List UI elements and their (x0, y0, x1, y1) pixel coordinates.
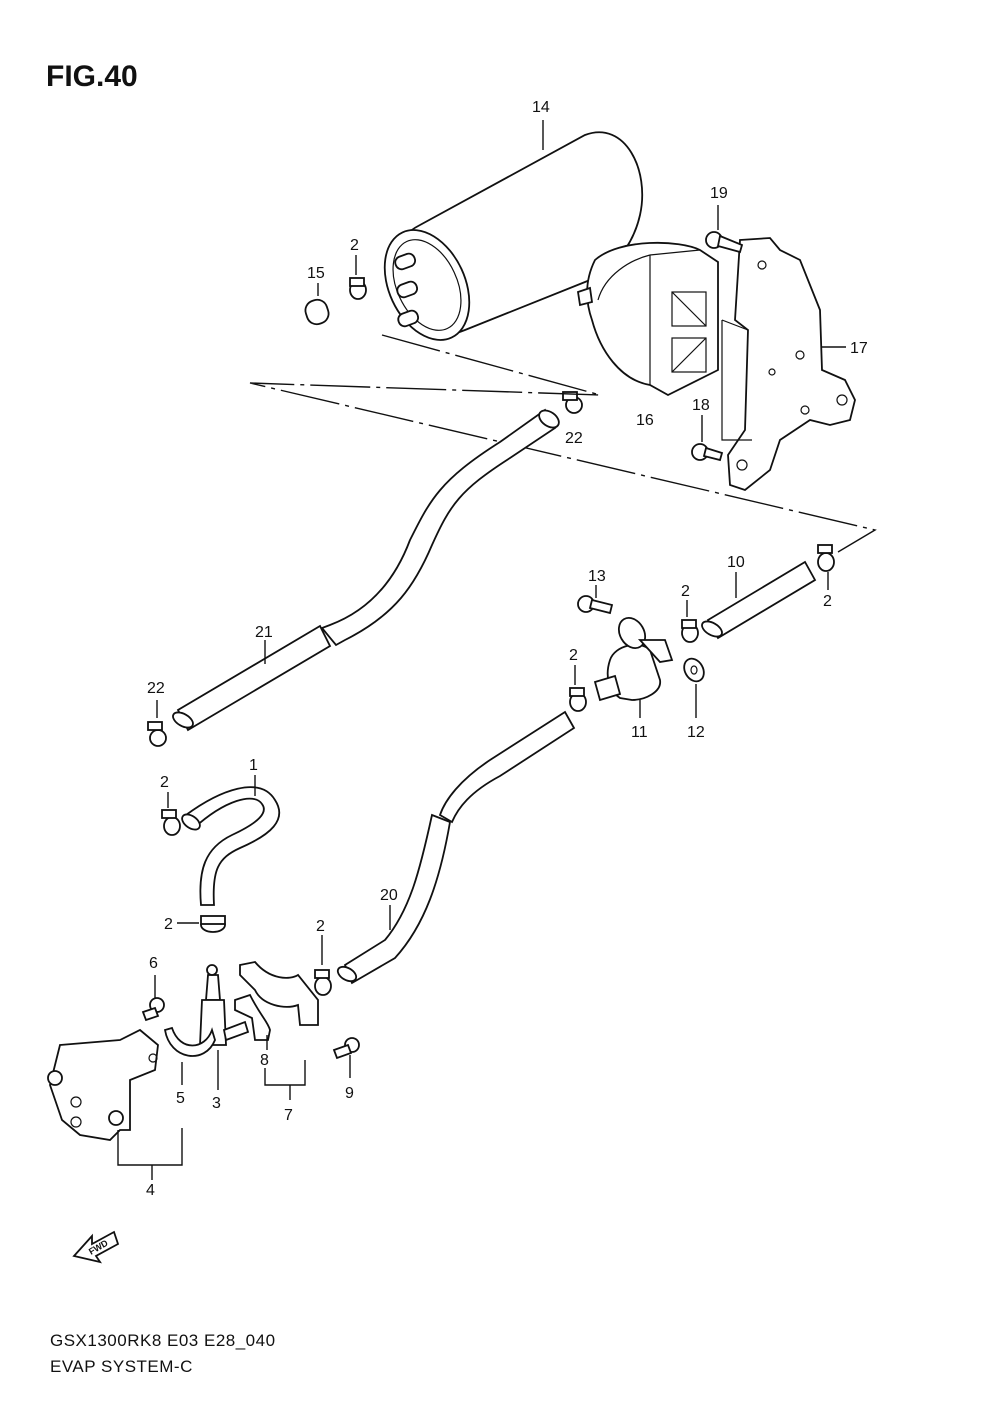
valve-11 (593, 617, 674, 718)
callout-14: 14 (532, 99, 550, 116)
callout-2-hose-20: 2 (316, 918, 325, 935)
callout-16: 16 (636, 412, 654, 429)
callout-6: 6 (149, 955, 158, 972)
diagram-name: EVAP SYSTEM-C (50, 1357, 193, 1376)
callout-5: 5 (176, 1090, 185, 1107)
clamp-8 (234, 961, 319, 1100)
callout-2-hose-1: 2 (160, 774, 169, 791)
tee-joint-3 (199, 964, 250, 1090)
canister-holder-16 (576, 241, 719, 397)
callout-7: 7 (284, 1107, 293, 1124)
callout-21: 21 (255, 624, 273, 641)
callout-9: 9 (345, 1085, 354, 1102)
bolt-13 (577, 585, 614, 615)
bracket-17 (721, 237, 856, 492)
callout-2-canister: 2 (350, 237, 359, 254)
hose-10 (701, 560, 817, 640)
clamp-2-tee (177, 915, 226, 933)
callout-15: 15 (307, 265, 325, 282)
callout-1: 1 (249, 757, 258, 774)
bolt-19 (705, 205, 744, 254)
callout-2-right: 2 (823, 593, 832, 610)
diagram-code: GSX1300RK8 E03 E28_040 (50, 1331, 276, 1350)
bolt-18 (691, 415, 724, 462)
clamp-2-canister (349, 255, 367, 300)
callout-3: 3 (212, 1095, 221, 1112)
clamp-5 (163, 1026, 216, 1085)
callout-10: 10 (727, 554, 745, 571)
bolt-9 (332, 1037, 360, 1078)
bracket-4 (47, 1028, 183, 1180)
figure-title: FIG.40 (46, 60, 138, 93)
canister-14 (383, 120, 644, 341)
callout-18: 18 (692, 397, 710, 414)
clamp-2-hose-1 (161, 792, 181, 836)
cap-15 (304, 283, 330, 326)
clamp-2-right (817, 544, 835, 590)
hose-1 (181, 775, 281, 906)
reference-lines (249, 334, 877, 553)
clamp-2-valve-lower (569, 665, 587, 712)
callout-12: 12 (687, 724, 705, 741)
hose-21 (172, 408, 560, 732)
callout-13: 13 (588, 568, 606, 585)
callout-2-tee: 2 (164, 916, 173, 933)
hose-20 (336, 710, 576, 985)
callout-11: 11 (631, 724, 648, 741)
callout-4: 4 (146, 1182, 155, 1199)
callout-20: 20 (380, 887, 398, 904)
clamp-2-valve (681, 600, 699, 643)
clamp-22-lower (147, 700, 167, 747)
fwd-arrow-icon: FWD (72, 1230, 120, 1264)
bolt-6 (141, 975, 165, 1022)
callout-8: 8 (260, 1052, 269, 1069)
callout-22-lower: 22 (147, 680, 165, 697)
callout-2-valve-lower: 2 (569, 647, 578, 664)
washer-12 (683, 657, 705, 718)
callout-22-upper: 22 (565, 430, 583, 447)
callout-17: 17 (850, 340, 868, 357)
callout-2-valve: 2 (681, 583, 690, 600)
callout-19: 19 (710, 185, 728, 202)
clamp-22-upper (562, 391, 583, 414)
clamp-2-hose-20 (314, 935, 332, 996)
